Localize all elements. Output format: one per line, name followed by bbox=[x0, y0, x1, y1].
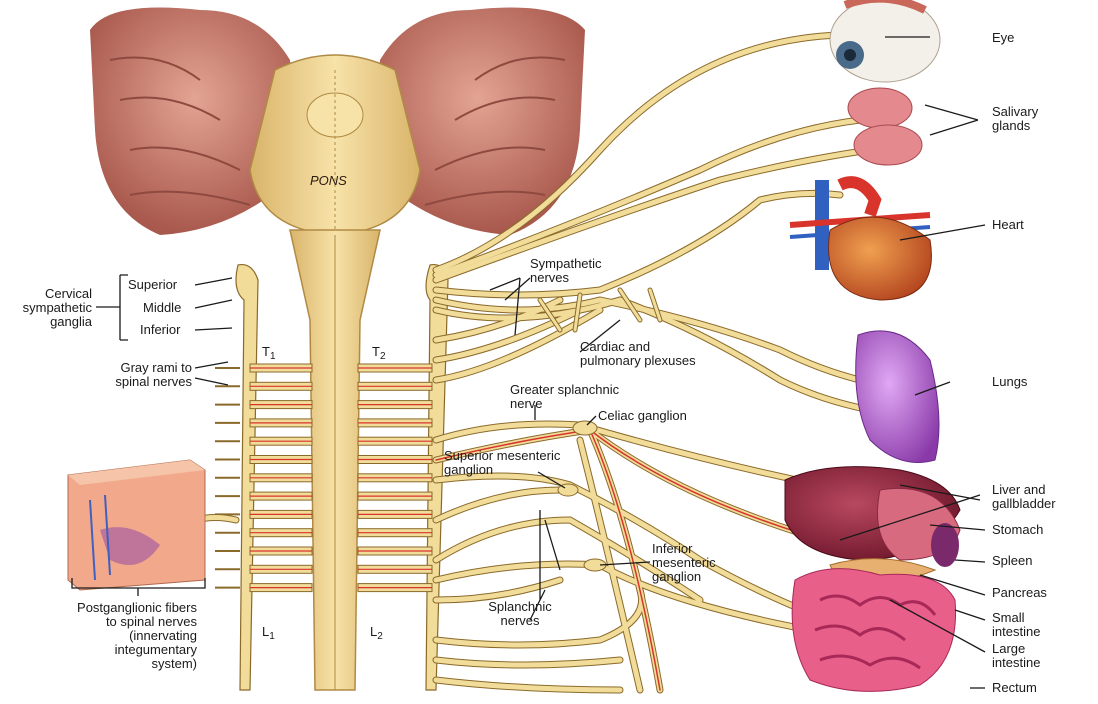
l2-letter: L bbox=[370, 624, 378, 639]
splanchnic-line-1: Splanchnic bbox=[488, 599, 552, 614]
l1-label: L1 bbox=[262, 625, 275, 644]
small-intestine-label: Small intestine bbox=[992, 611, 1040, 639]
l1-letter: L bbox=[262, 624, 270, 639]
postgang-line-2: to spinal nerves bbox=[105, 614, 197, 629]
postgang-line-5: system) bbox=[151, 656, 198, 671]
liver-line-1: Liver and bbox=[992, 482, 1046, 497]
cervical-ganglia-label: Cervical sympathetic ganglia bbox=[0, 287, 92, 329]
visceral-nerves bbox=[192, 31, 944, 694]
skin-block bbox=[67, 459, 206, 591]
inf-mes-line-1: Inferior bbox=[652, 541, 693, 556]
liver-label: Liver and gallbladder bbox=[992, 483, 1056, 511]
cervical-line-2: sympathetic bbox=[22, 300, 92, 315]
inf-mes-line-3: ganglion bbox=[652, 569, 702, 584]
spinal-cord bbox=[289, 229, 381, 691]
inferior-label: Inferior bbox=[140, 322, 181, 337]
gray-rami-line-2: spinal nerves bbox=[115, 374, 192, 389]
inferior-mesenteric-label: Inferior mesenteric ganglion bbox=[652, 542, 716, 584]
t1-letter: T bbox=[262, 344, 270, 359]
small-int-line-1: Small bbox=[992, 610, 1025, 625]
middle-label: Middle bbox=[143, 300, 182, 315]
cardiac-line-2: pulmonary plexuses bbox=[580, 353, 696, 368]
lungs-label: Lungs bbox=[992, 374, 1028, 389]
salivary-glands-label: Salivary glands bbox=[992, 105, 1038, 133]
rami-group bbox=[215, 363, 433, 593]
liver-line-2: gallbladder bbox=[992, 496, 1056, 511]
abdomen bbox=[784, 466, 961, 692]
cardiac-line-1: Cardiac and bbox=[580, 339, 651, 354]
rectum-label: Rectum bbox=[992, 680, 1037, 695]
l1-subscript: 1 bbox=[269, 631, 275, 642]
cervical-line-1: Cervical bbox=[45, 286, 92, 301]
t1-label: T1 bbox=[262, 345, 276, 364]
inf-mes-line-2: mesenteric bbox=[652, 555, 716, 570]
gray-rami-label: Gray rami to spinal nerves bbox=[80, 361, 192, 389]
postganglionic-label: Postganglionic fibers to spinal nerves (… bbox=[20, 601, 197, 671]
superior-mesenteric-label: Superior mesenteric ganglion bbox=[444, 449, 560, 477]
heart bbox=[789, 176, 932, 301]
salivary-line-1: Salivary bbox=[992, 104, 1039, 119]
lungs bbox=[855, 330, 940, 463]
spleen-label: Spleen bbox=[992, 553, 1033, 568]
pons bbox=[249, 54, 421, 236]
salivary-glands bbox=[847, 87, 923, 166]
greater-splanchnic-label: Greater splanchnic nerve bbox=[510, 383, 619, 411]
stomach-label: Stomach bbox=[992, 522, 1044, 537]
heart-label: Heart bbox=[992, 217, 1024, 232]
sympathetic-nerves-label: Sympathetic nerves bbox=[530, 257, 602, 285]
splanchnic-nerves-label: Splanchnic nerves bbox=[480, 600, 560, 628]
cardiac-plexus-label: Cardiac and pulmonary plexuses bbox=[580, 340, 696, 368]
superior-label: Superior bbox=[128, 277, 178, 292]
postgang-line-3: (innervating bbox=[129, 628, 197, 643]
l2-subscript: 2 bbox=[377, 631, 383, 642]
eye bbox=[829, 0, 941, 83]
eye-label: Eye bbox=[992, 30, 1015, 45]
t2-letter: T bbox=[372, 344, 380, 359]
celiac-ganglion-label: Celiac ganglion bbox=[598, 408, 687, 423]
brain bbox=[90, 7, 585, 235]
large-int-line-2: intestine bbox=[992, 655, 1041, 670]
postgang-line-1: Postganglionic fibers bbox=[77, 600, 197, 615]
salivary-line-2: glands bbox=[992, 118, 1031, 133]
gray-rami-line-1: Gray rami to bbox=[120, 360, 192, 375]
cervical-line-3: ganglia bbox=[50, 314, 92, 329]
ganglia bbox=[557, 420, 607, 572]
l2-label: L2 bbox=[370, 625, 383, 644]
t2-subscript: 2 bbox=[379, 351, 386, 362]
sympathetic-line-2: nerves bbox=[530, 270, 570, 285]
pons-label: PONS bbox=[310, 173, 347, 188]
pancreas-label: Pancreas bbox=[992, 585, 1047, 600]
t1-subscript: 1 bbox=[269, 351, 276, 362]
splanchnic-line-2: nerves bbox=[500, 613, 540, 628]
small-int-line-2: intestine bbox=[992, 624, 1041, 639]
sup-mes-line-2: ganglion bbox=[444, 462, 494, 477]
sup-mes-line-1: Superior mesenteric bbox=[444, 448, 561, 463]
large-int-line-1: Large bbox=[992, 641, 1026, 656]
greater-line-2: nerve bbox=[510, 396, 543, 411]
large-intestine-label: Large intestine bbox=[992, 642, 1040, 670]
sympathetic-line-1: Sympathetic bbox=[530, 256, 602, 271]
postgang-line-4: integumentary bbox=[114, 642, 197, 657]
t2-label: T2 bbox=[372, 345, 386, 364]
greater-line-1: Greater splanchnic bbox=[510, 382, 620, 397]
leader-lines bbox=[71, 36, 986, 689]
